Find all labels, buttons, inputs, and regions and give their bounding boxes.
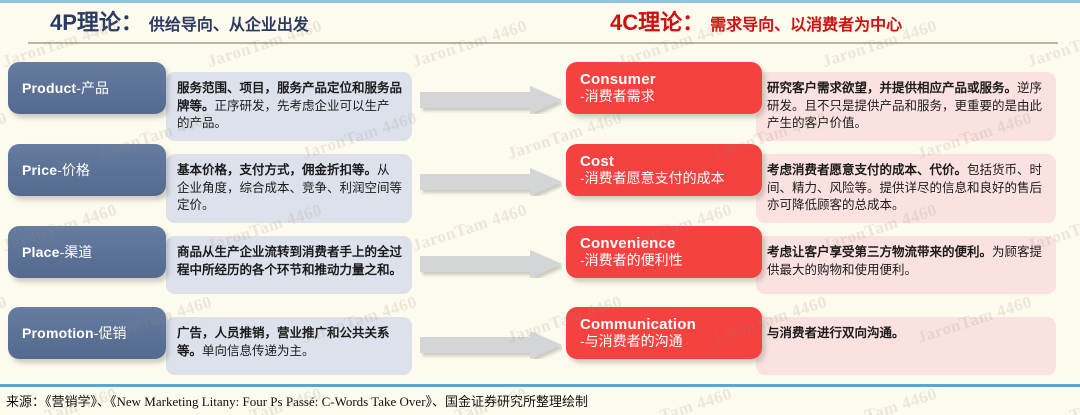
heading-4p-title: 4P理论： bbox=[50, 10, 143, 35]
p-desc-bold: 基本价格，支付方式，佣金折扣等。 bbox=[177, 163, 378, 177]
p-label-cn: -促销 bbox=[93, 325, 127, 341]
p-desc-promotion: 广告，人员推销，营业推广和公共关系等。单向信息传递为主。 bbox=[166, 317, 412, 375]
c-label-convenience[interactable]: Convenience -消费者的便利性 bbox=[566, 226, 762, 278]
c-label-en: Consumer bbox=[580, 71, 656, 88]
right-block-arrow-icon bbox=[420, 168, 562, 196]
heading-4c: 4C理论： 需求导向、以消费者为中心 bbox=[610, 8, 902, 41]
c-desc-bold: 与消费者进行双向沟通。 bbox=[767, 326, 905, 340]
right-block-arrow-icon bbox=[420, 331, 562, 359]
c-label-cn: -消费者需求 bbox=[580, 88, 655, 104]
p-label-cn: -渠道 bbox=[59, 244, 93, 260]
p-desc-bold: 商品从生产企业流转到消费者手上的全过程中所经历的各个环节和推动力量之和。 bbox=[177, 245, 403, 277]
p-desc-rest: 从企业角度，综合成本、竞争、利润空间等定价。 bbox=[177, 163, 403, 212]
c-desc-cost: 考虑消费者愿意支付的成本、代价。包括货币、时间、精力、风险等。提供详尽的信息和良… bbox=[756, 154, 1056, 223]
c-desc-convenience: 考虑让客户享受第三方物流带来的便利。为顾客提供最大的购物和使用便利。 bbox=[756, 236, 1056, 294]
c-desc-bold: 考虑让客户享受第三方物流带来的便利。 bbox=[767, 245, 993, 259]
heading-4c-subtitle: 需求导向、以消费者为中心 bbox=[710, 17, 903, 34]
c-label-communication[interactable]: Communication -与消费者的沟通 bbox=[566, 307, 762, 359]
p-label-cn: -价格 bbox=[57, 162, 90, 178]
c-label-en: Convenience bbox=[580, 235, 676, 252]
p-desc-rest: 正序研发，先考虑企业可以生产的产品。 bbox=[177, 98, 390, 131]
p-label-en: Product bbox=[22, 80, 77, 96]
p-label-price[interactable]: Price-价格 bbox=[8, 144, 166, 196]
c-label-cost[interactable]: Cost -消费者愿意支付的成本 bbox=[566, 144, 762, 196]
p-label-product[interactable]: Product-产品 bbox=[8, 62, 166, 114]
p-desc-price: 基本价格，支付方式，佣金折扣等。从企业角度，综合成本、竞争、利润空间等定价。 bbox=[166, 154, 412, 223]
heading-4c-title: 4C理论： bbox=[610, 10, 705, 35]
p-desc-place: 商品从生产企业流转到消费者手上的全过程中所经历的各个环节和推动力量之和。 bbox=[166, 236, 412, 294]
comparison-row: Place-渠道 商品从生产企业流转到消费者手上的全过程中所经历的各个环节和推动… bbox=[0, 222, 1080, 304]
p-label-cn: -产品 bbox=[76, 80, 109, 96]
p-label-en: Promotion bbox=[22, 325, 94, 341]
p-desc-bold: 服务范围、项目，服务产品定位和服务品牌等。 bbox=[177, 81, 403, 113]
c-label-consumer[interactable]: Consumer -消费者需求 bbox=[566, 62, 762, 114]
p-desc-product: 服务范围、项目，服务产品定位和服务品牌等。正序研发，先考虑企业可以生产的产品。 bbox=[166, 72, 412, 141]
headings-row: 4P理论： 供给导向、从企业出发 4C理论： 需求导向、以消费者为中心 bbox=[0, 8, 1080, 42]
c-label-cn: -消费者愿意支付的成本 bbox=[580, 170, 725, 186]
c-label-en: Communication bbox=[580, 316, 696, 333]
c-desc-rest: 逆序研发。且不只是提供产品和服务，更重要的是由此产生的客户价值。 bbox=[767, 81, 1043, 130]
right-block-arrow-icon bbox=[420, 86, 562, 114]
comparison-row: Product-产品 服务范围、项目，服务产品定位和服务品牌等。正序研发，先考虑… bbox=[0, 58, 1080, 141]
heading-separator bbox=[28, 42, 1058, 44]
heading-4p: 4P理论： 供给导向、从企业出发 bbox=[50, 8, 309, 41]
c-desc-communication: 与消费者进行双向沟通。 bbox=[756, 317, 1056, 375]
comparison-row: Price-价格 基本价格，支付方式，佣金折扣等。从企业角度，综合成本、竞争、利… bbox=[0, 140, 1080, 223]
source-note: 来源：《营销学》、《New Marketing Litany: Four Ps … bbox=[6, 394, 589, 409]
right-block-arrow-icon bbox=[420, 250, 562, 278]
c-desc-bold: 考虑消费者愿意支付的成本、代价。 bbox=[767, 163, 968, 177]
c-label-cn: -与消费者的沟通 bbox=[580, 333, 683, 349]
p-label-place[interactable]: Place-渠道 bbox=[8, 226, 166, 278]
c-desc-rest: 为顾客提供最大的购物和使用便利。 bbox=[767, 245, 1043, 277]
p-label-en: Price bbox=[22, 162, 58, 178]
c-desc-rest: 包括货币、时间、精力、风险等。提供详尽的信息和良好的售后亦可降低顾客的总成本。 bbox=[767, 163, 1043, 212]
p-desc-bold: 广告，人员推销，营业推广和公共关系等。 bbox=[177, 326, 390, 358]
c-desc-consumer: 研究客户需求欲望，并提供相应产品或服务。逆序研发。且不只是提供产品和服务，更重要… bbox=[756, 72, 1056, 141]
p-label-promotion[interactable]: Promotion-促销 bbox=[8, 307, 166, 359]
bottom-divider bbox=[0, 384, 1080, 387]
c-label-cn: -消费者的便利性 bbox=[580, 252, 683, 268]
c-label-en: Cost bbox=[580, 153, 615, 170]
top-divider bbox=[0, 0, 1080, 3]
comparison-row: Promotion-促销 广告，人员推销，营业推广和公共关系等。单向信息传递为主… bbox=[0, 303, 1080, 385]
heading-4p-subtitle: 供给导向、从企业出发 bbox=[148, 17, 309, 34]
p-desc-rest: 单向信息传递为主。 bbox=[202, 343, 315, 358]
c-desc-bold: 研究客户需求欲望，并提供相应产品或服务。 bbox=[767, 81, 1018, 95]
p-label-en: Place bbox=[22, 244, 60, 260]
